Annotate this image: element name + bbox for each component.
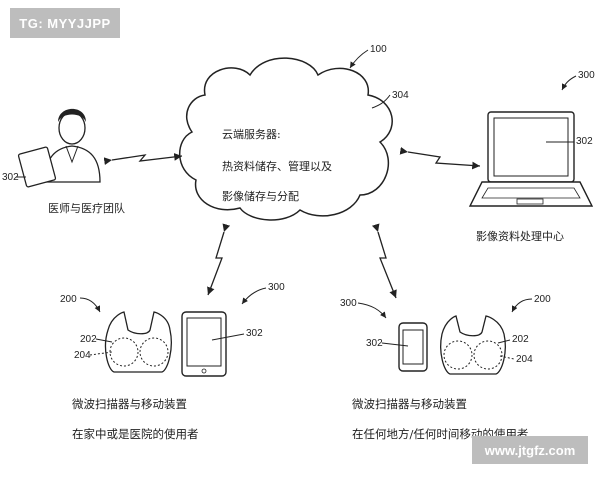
laptop-figure: 300 302 影像资料处理中心 (468, 70, 595, 243)
right-scanner: 200 202 204 (440, 294, 551, 375)
right-phone: 300 302 (340, 298, 428, 372)
left-caption-2: 在家中或是医院的使用者 (72, 427, 199, 441)
left-scanner-ref: 200 (60, 294, 77, 305)
laptop-device-ref: 300 (578, 70, 595, 81)
doctor-label: 医师与医疗团队 (48, 201, 125, 215)
left-screen-ref: 302 (246, 328, 263, 339)
cloud-ref: 304 (392, 90, 409, 101)
left-tablet: 300 302 (181, 282, 285, 377)
left-pad-ref: 202 (80, 334, 97, 345)
right-scanner-ref: 200 (534, 294, 551, 305)
right-screen-ref: 302 (366, 338, 383, 349)
right-pad-ref: 202 (512, 334, 529, 345)
left-device-ref: 300 (268, 282, 285, 293)
left-sensor-ref: 204 (74, 350, 91, 361)
doctor-ref: 302 (2, 172, 19, 183)
cloud-title: 云端服务器: (222, 128, 281, 141)
right-caption-1: 微波扫描器与移动装置 (352, 397, 467, 411)
doctor-figure: 302 医师与医疗团队 (2, 108, 125, 215)
left-scanner: 200 202 204 (60, 294, 172, 373)
left-caption-1: 微波扫描器与移动装置 (72, 397, 187, 411)
laptop-label: 影像资料处理中心 (476, 229, 564, 243)
cloud-server: 云端服务器: 热资料储存、管理以及 影像储存与分配 304 (179, 57, 409, 221)
system-ref: 100 (349, 44, 387, 69)
cloud-line-3: 影像储存与分配 (222, 189, 299, 203)
wireless-links (103, 146, 481, 299)
watermark-top: TG: MYYJJPP (10, 8, 120, 38)
cloud-line-2: 热资料储存、管理以及 (222, 159, 332, 173)
right-sensor-ref: 204 (516, 354, 533, 365)
watermark-bottom: www.jtgfz.com (472, 436, 588, 464)
right-device-ref: 300 (340, 298, 357, 309)
system-ref-label: 100 (370, 44, 387, 55)
laptop-screen-ref: 302 (576, 136, 593, 147)
